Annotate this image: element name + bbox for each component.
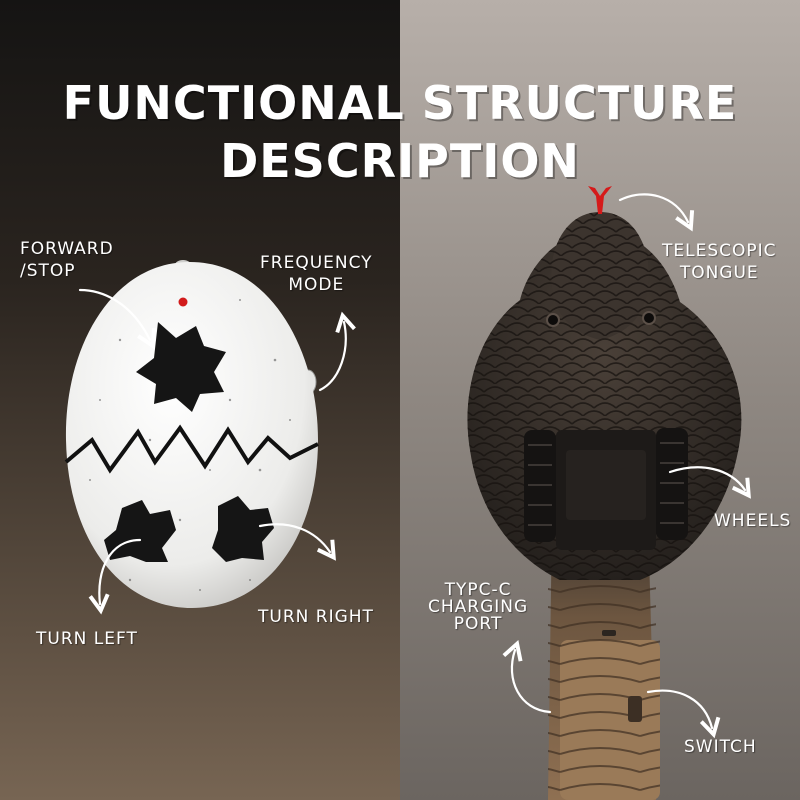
turn-left-button bbox=[104, 500, 176, 562]
label-frequency-mode: FREQUENCY MODE bbox=[260, 252, 373, 296]
callout-arrows bbox=[78, 193, 751, 739]
arrow-tongue bbox=[618, 193, 695, 232]
arrow-frequency bbox=[318, 311, 356, 392]
snake-eye-left bbox=[546, 313, 560, 327]
charging-port bbox=[602, 630, 616, 636]
egg-remote bbox=[64, 260, 319, 608]
arrow-turn-right bbox=[258, 523, 336, 561]
snake-eye-right bbox=[642, 311, 656, 325]
arrow-switch bbox=[646, 689, 721, 739]
snake-toy bbox=[467, 186, 742, 800]
label-tongue-line1: TELESCOPIC bbox=[662, 241, 777, 261]
label-charging-port: TYPC-C CHARGING PORT bbox=[428, 582, 528, 633]
snake-tongue bbox=[588, 186, 612, 214]
label-charging-line2: CHARGING bbox=[428, 597, 529, 617]
zigzag-crack bbox=[64, 424, 319, 474]
page-title-line-1: FUNCTIONAL STRUCTURE bbox=[62, 76, 738, 130]
label-charging-line1: TYPC-C bbox=[444, 580, 512, 600]
label-turn-right: TURN RIGHT bbox=[258, 607, 374, 627]
arrow-charging bbox=[502, 639, 552, 714]
label-tongue-line2: TONGUE bbox=[679, 263, 759, 283]
label-switch: SWITCH bbox=[684, 737, 757, 757]
power-switch bbox=[628, 696, 642, 722]
label-wheels: WHEELS bbox=[714, 511, 792, 531]
page-title-line-2: DESCRIPTION bbox=[220, 134, 580, 188]
forward-stop-button bbox=[136, 322, 226, 412]
label-forward-stop: FORWARD /STOP bbox=[20, 238, 114, 282]
label-frequency-line1: FREQUENCY bbox=[260, 253, 373, 273]
label-telescopic-tongue: TELESCOPIC TONGUE bbox=[662, 240, 777, 284]
label-turn-left: TURN LEFT bbox=[36, 629, 138, 649]
arrow-wheels bbox=[668, 466, 751, 499]
arrow-forward-stop bbox=[78, 288, 156, 350]
label-frequency-line2: MODE bbox=[288, 275, 345, 295]
label-forward-stop-line1: FORWARD bbox=[20, 239, 114, 259]
turn-right-button bbox=[212, 496, 274, 562]
power-led bbox=[178, 297, 188, 307]
label-charging-line3: PORT bbox=[453, 614, 503, 634]
label-forward-stop-line2: /STOP bbox=[20, 261, 76, 281]
arrow-turn-left bbox=[88, 538, 142, 615]
